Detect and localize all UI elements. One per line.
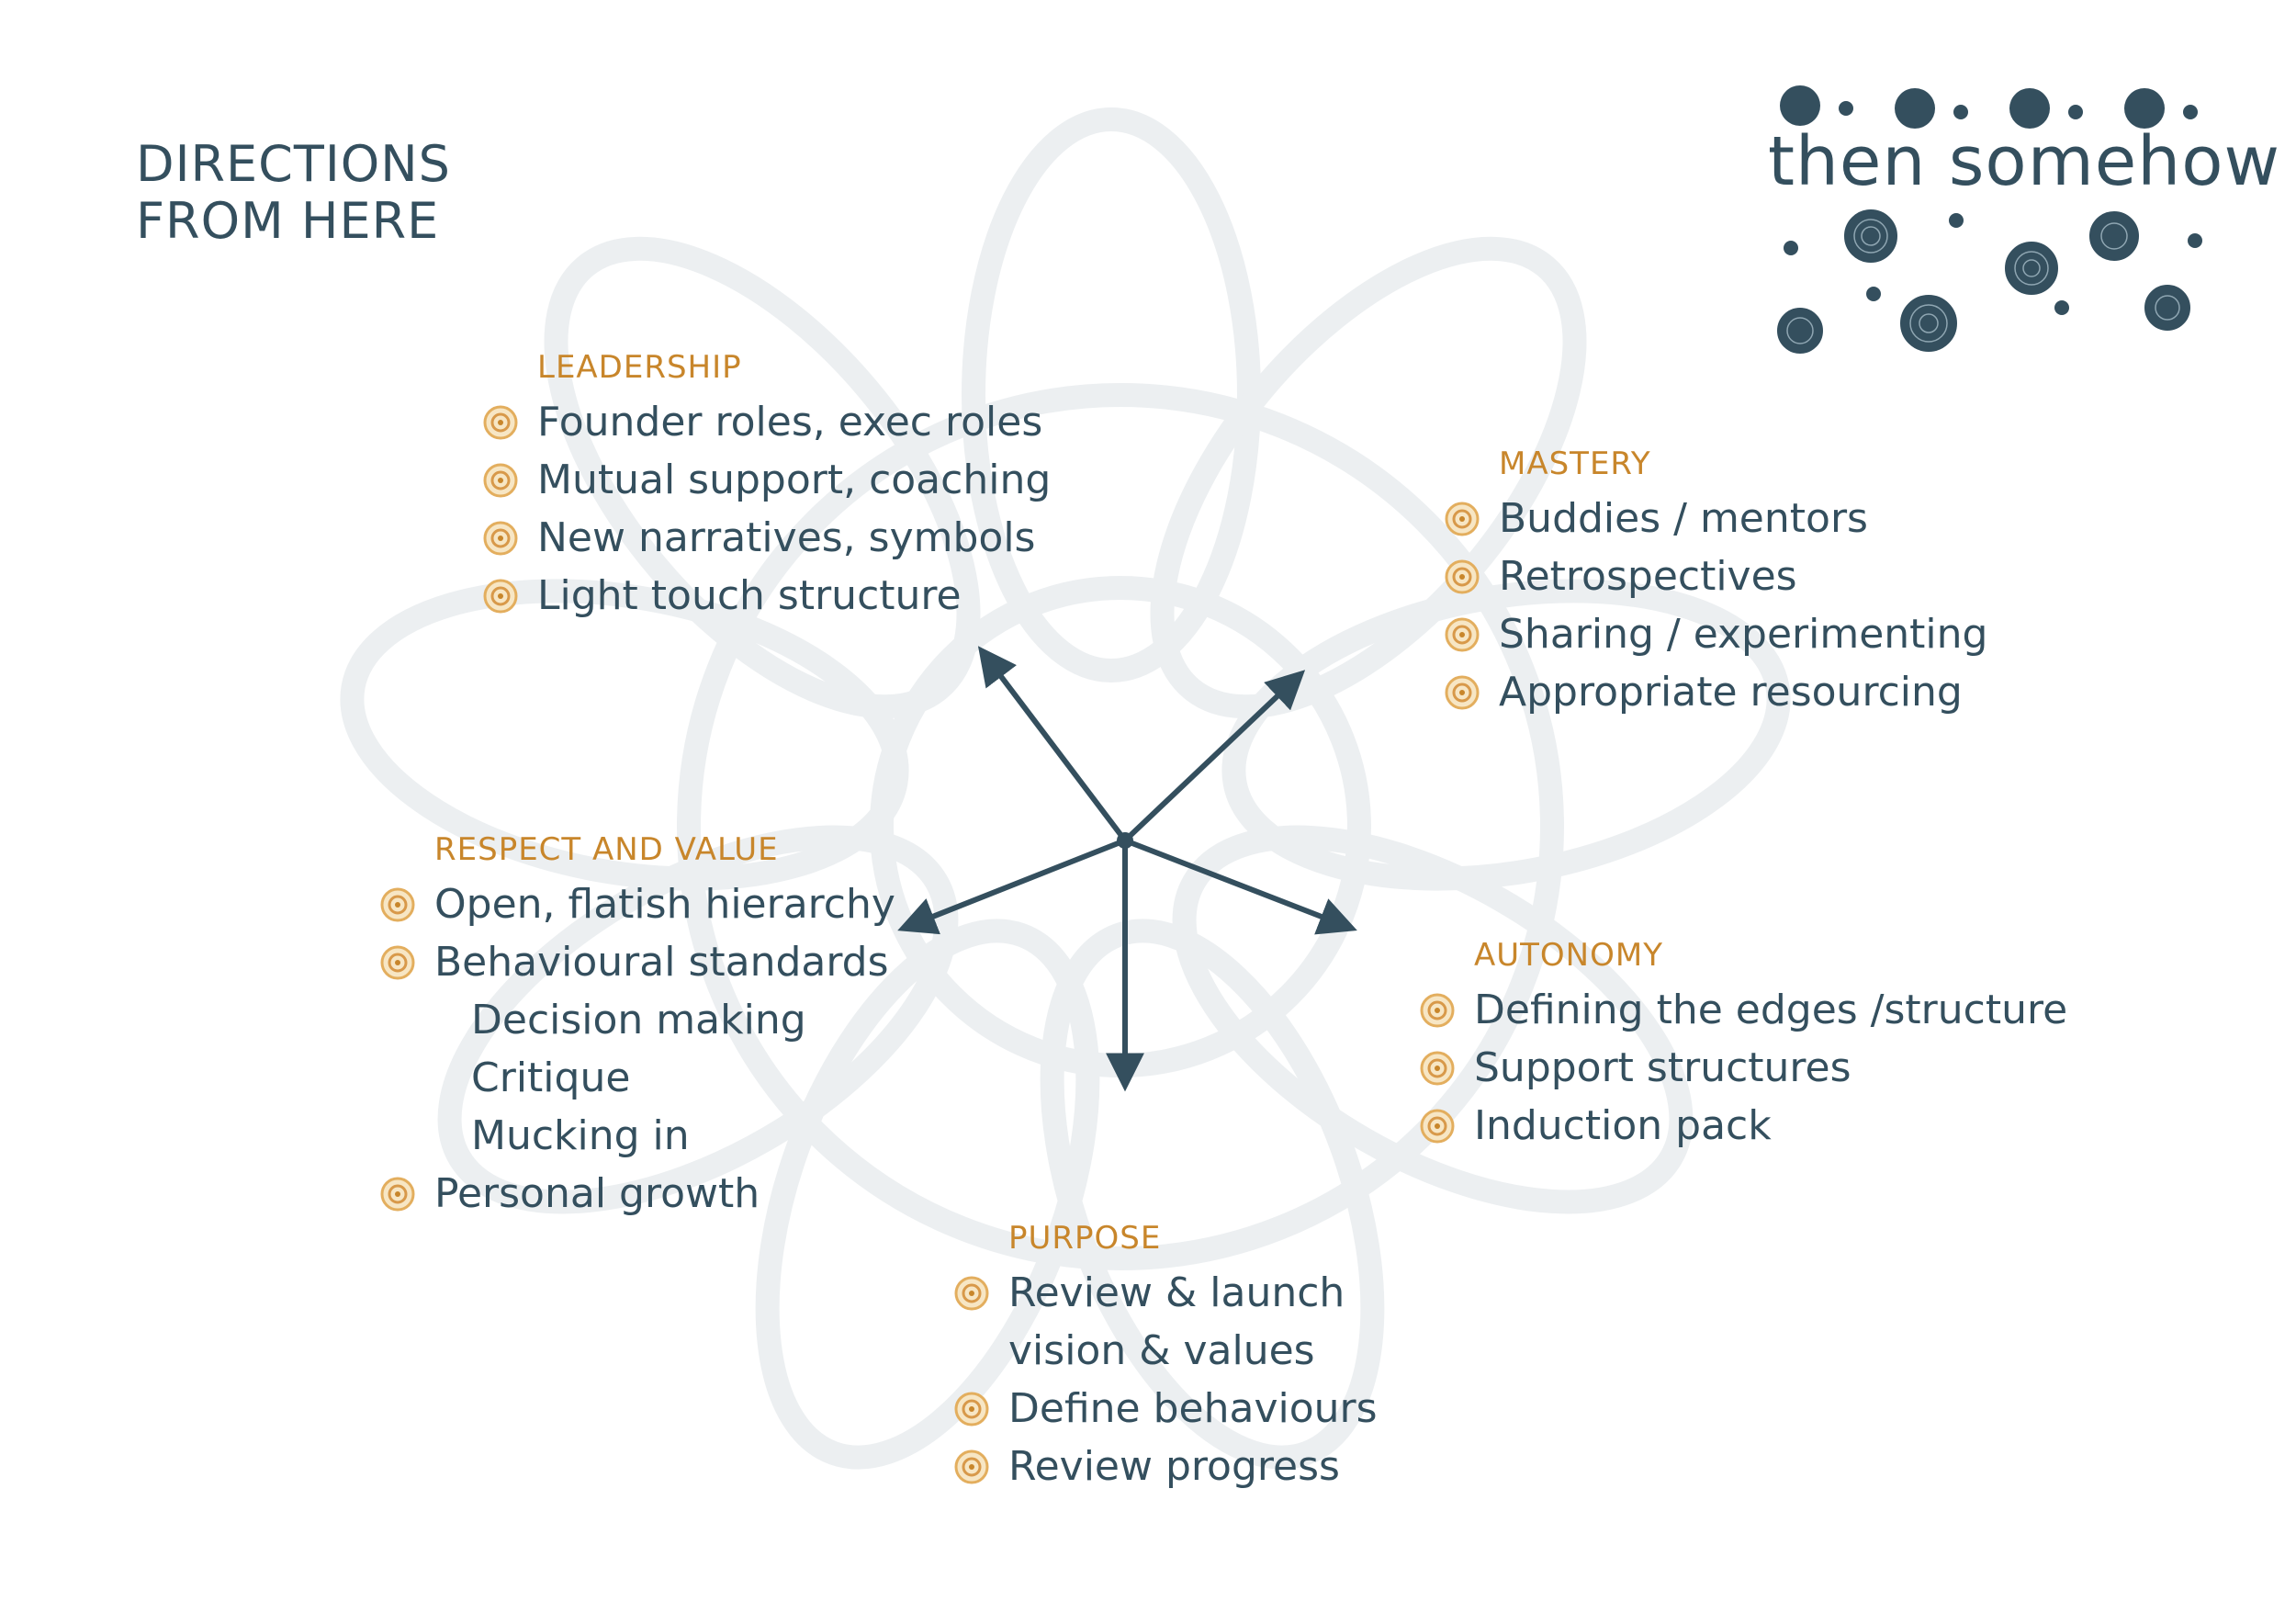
bullet-icon [482,578,519,615]
bullet-icon [379,1176,416,1212]
sub-list-item: Critique [471,1054,631,1101]
bullet-icon [482,404,519,441]
bullet-icon [379,944,416,981]
list-item: Open, flatish hierarchy [379,875,895,933]
bullet-icon [1419,1108,1456,1145]
list-item: Induction pack [1419,1097,2067,1155]
group-leadership: LEADERSHIP Founder roles, exec roles Mut… [482,349,1051,625]
group-purpose: PURPOSE Review & launch vision & values … [953,1220,1378,1495]
bullet-icon [953,1449,990,1485]
arrow-autonomy [1123,838,1357,935]
list-item: Retrospectives [1444,547,1987,605]
list-item: Behavioural standards [379,933,895,991]
list-item: Define behaviours [953,1380,1378,1438]
list-item-continuation: vision & values [1008,1327,1315,1374]
list-item: Appropriate resourcing [1444,663,1987,721]
bullet-icon [1419,992,1456,1029]
page-title: DIRECTIONS FROM HERE [136,136,451,250]
heading-leadership: LEADERSHIP [537,349,742,386]
group-respect-and-value: RESPECT AND VALUE Open, flatish hierarch… [379,831,895,1223]
list-item: Defining the edges /structure [1419,981,2067,1039]
heading-respect-and-value: RESPECT AND VALUE [434,831,779,868]
list-item: Review & launch [953,1264,1378,1322]
group-mastery: MASTERY Buddies / mentors Retrospectives… [1444,445,1987,721]
arrow-leadership [977,646,1128,842]
arrows-origin [1117,832,1133,849]
list-item: Sharing / experimenting [1444,605,1987,663]
arrow-respect [897,838,1127,935]
title-line-2: FROM HERE [136,192,440,251]
bullet-icon [482,462,519,499]
group-autonomy: AUTONOMY Defining the edges /structure S… [1419,937,2067,1155]
sub-list-item: Decision making [471,997,806,1043]
bullet-icon [1444,558,1480,595]
list-item: Support structures [1419,1039,2067,1097]
bullet-icon [953,1391,990,1427]
list-item: New narratives, symbols [482,509,1051,567]
heading-mastery: MASTERY [1499,445,1651,482]
list-item: Review progress [953,1438,1378,1495]
arrow-mastery [1122,670,1306,843]
heading-purpose: PURPOSE [1008,1220,1162,1257]
heading-autonomy: AUTONOMY [1474,937,1663,974]
list-item: Personal growth [379,1165,895,1223]
list-item: Mutual support, coaching [482,451,1051,509]
sub-list-item: Mucking in [471,1112,690,1159]
bullet-icon [1444,674,1480,711]
bullet-icon [953,1275,990,1312]
list-item: Light touch structure [482,567,1051,625]
bullet-icon [379,886,416,923]
bullet-icon [482,520,519,557]
then-somehow-logo [1777,85,2202,354]
logo-text: then somehow [1768,122,2281,201]
bullet-icon [1444,501,1480,537]
title-line-1: DIRECTIONS [136,135,451,194]
bullet-icon [1419,1050,1456,1087]
list-item: Buddies / mentors [1444,490,1987,547]
list-item: Founder roles, exec roles [482,393,1051,451]
bullet-icon [1444,616,1480,653]
